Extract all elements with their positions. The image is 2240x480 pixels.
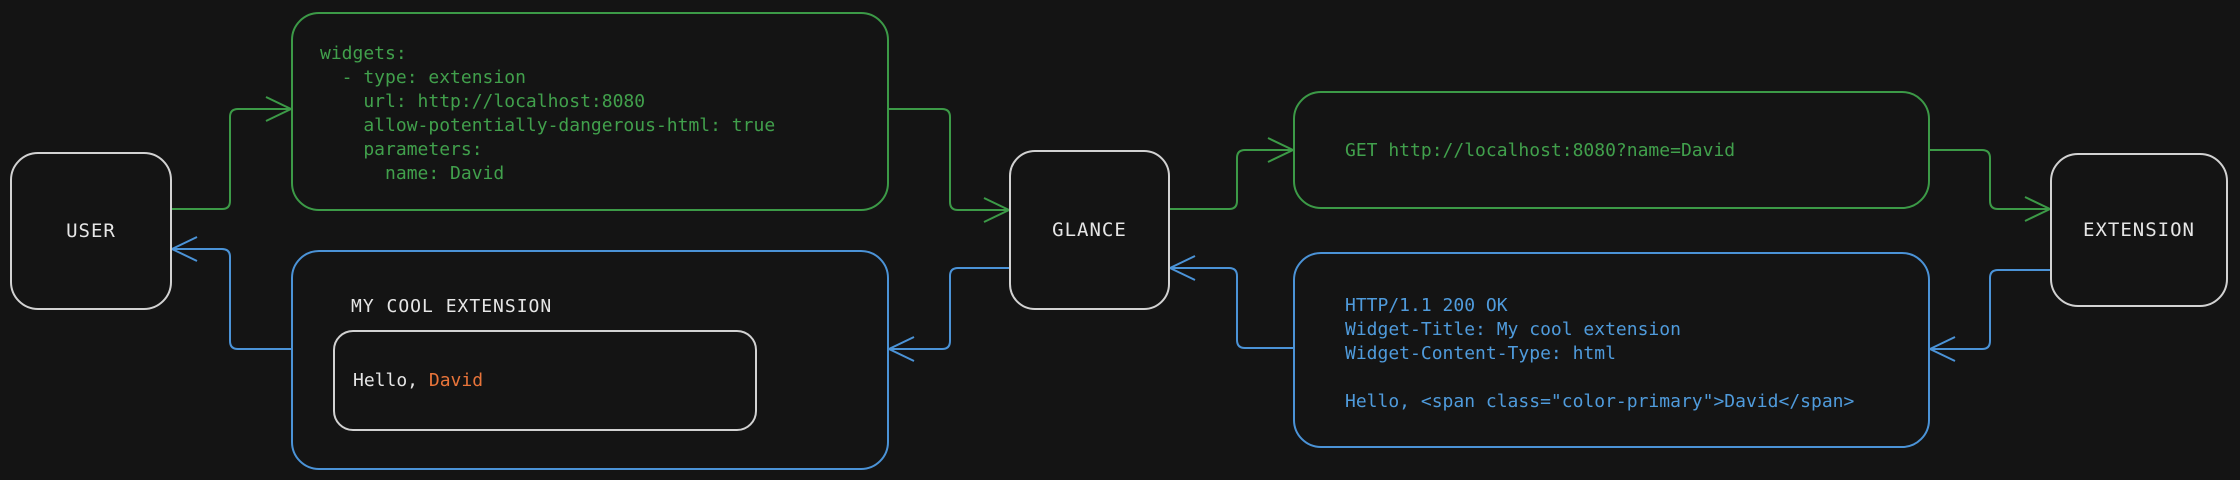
arrow-config-to-glance bbox=[889, 108, 1012, 223]
arrow-extension-to-response-head bbox=[1927, 336, 1956, 362]
widget-title: MY COOL EXTENSION bbox=[351, 296, 553, 317]
arrow-widget-to-user-head bbox=[169, 236, 198, 262]
http-request-box: GET http://localhost:8080?name=David bbox=[1293, 91, 1930, 209]
arrow-glance-to-widget bbox=[886, 267, 1009, 362]
arrow-request-to-extension bbox=[1930, 149, 2053, 222]
http-request-line: GET http://localhost:8080?name=David bbox=[1345, 139, 1736, 161]
widget-message-name: David bbox=[428, 370, 484, 391]
http-response-box: HTTP/1.1 200 OK Widget-Title: My cool ex… bbox=[1293, 252, 1930, 448]
config-snippet-box: widgets: - type: extension url: http://l… bbox=[291, 12, 889, 211]
node-extension: EXTENSION bbox=[2050, 153, 2228, 307]
widget-message-prefix: Hello, bbox=[353, 370, 429, 391]
arrow-glance-to-widget-head bbox=[886, 336, 915, 362]
node-user: USER bbox=[10, 152, 172, 310]
config-snippet-code: widgets: - type: extension url: http://l… bbox=[320, 43, 776, 184]
widget-content-box: Hello, David bbox=[333, 330, 757, 431]
http-response-code: HTTP/1.1 200 OK Widget-Title: My cool ex… bbox=[1345, 295, 1855, 412]
node-user-label: USER bbox=[66, 220, 116, 242]
arrow-widget-to-user bbox=[169, 236, 291, 350]
node-glance-label: GLANCE bbox=[1052, 219, 1127, 241]
arrow-user-to-config bbox=[172, 96, 294, 210]
arrow-extension-to-response bbox=[1927, 269, 2050, 362]
widget-card: MY COOL EXTENSION Hello, David bbox=[291, 250, 889, 470]
node-glance: GLANCE bbox=[1009, 150, 1170, 310]
arrow-glance-to-request bbox=[1170, 137, 1296, 210]
node-extension-label: EXTENSION bbox=[2083, 219, 2195, 241]
widget-message: Hello, David bbox=[335, 370, 483, 391]
arrow-response-to-glance-head bbox=[1167, 255, 1196, 281]
arrow-response-to-glance bbox=[1167, 255, 1293, 349]
